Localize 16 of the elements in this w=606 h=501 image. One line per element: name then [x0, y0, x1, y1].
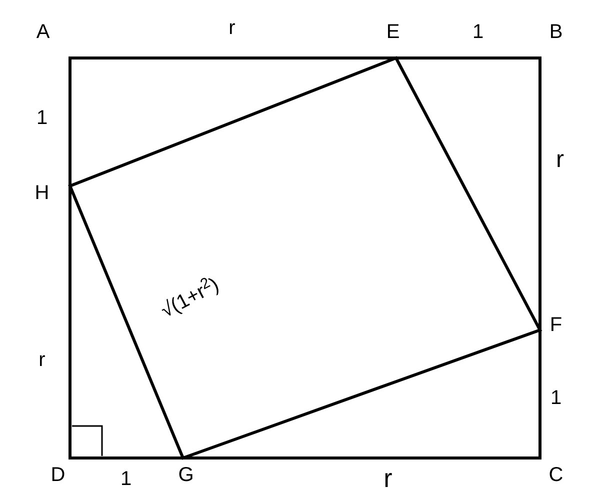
point-label: 1: [472, 22, 484, 42]
point-label: r: [38, 350, 46, 370]
point-label: r: [384, 465, 392, 491]
point-label: G: [178, 465, 194, 485]
point-label: r: [556, 148, 564, 172]
point-label: D: [50, 465, 66, 485]
point-label: 1: [550, 388, 562, 408]
point-label: C: [548, 465, 564, 485]
point-label: B: [549, 22, 563, 42]
point-label: A: [36, 22, 50, 42]
point-label: F: [550, 315, 562, 335]
point-label: 1: [36, 108, 48, 128]
point-label: H: [34, 183, 50, 203]
point-label: E: [386, 22, 400, 42]
point-label: 1: [120, 469, 132, 489]
point-label: r: [228, 18, 236, 38]
